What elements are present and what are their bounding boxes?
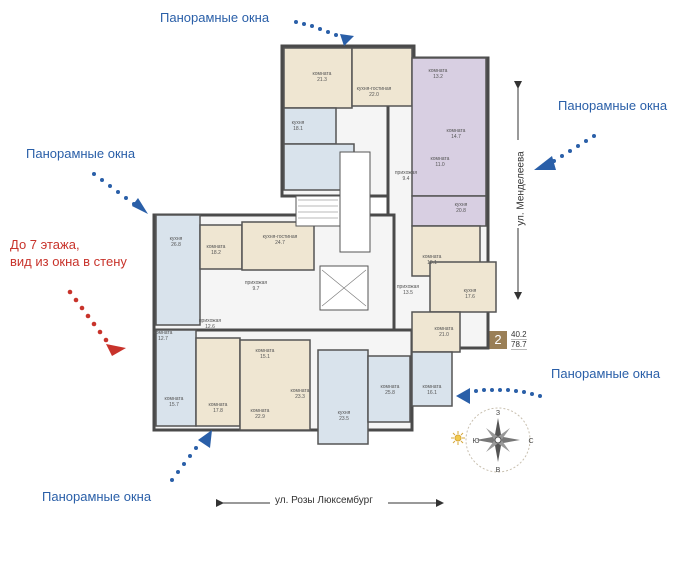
- room-label: комната: [423, 254, 442, 260]
- unit-bottom-blue-4: [411, 351, 453, 407]
- room-label: комната: [435, 326, 454, 332]
- room-label: комната: [207, 244, 226, 250]
- view-arrows: [92, 20, 596, 482]
- room-label: комната: [251, 408, 270, 414]
- room-area: 19.1: [427, 260, 437, 266]
- corridor-vertical: [339, 151, 371, 253]
- compass-south: Ю: [472, 438, 479, 445]
- room-area: 23.3: [295, 394, 305, 400]
- room-label: кухня: [292, 120, 305, 126]
- room-area: 12.7: [158, 336, 168, 342]
- room-area: 15.7: [169, 402, 179, 408]
- room-area: 26.8: [171, 242, 181, 248]
- compass-east: В: [496, 467, 501, 474]
- unit-bottom-blue-3: [367, 355, 411, 423]
- room-label: прихожая: [395, 170, 418, 176]
- room-label: кухня-гостиная: [263, 234, 298, 240]
- room-area: 16.1: [427, 390, 437, 396]
- annotation-top: Панорамные окна: [160, 10, 270, 25]
- unit-left-blue: [155, 214, 201, 326]
- room-area: 25.8: [385, 390, 395, 396]
- street-bottom-label: ул. Розы Люксембург: [275, 495, 373, 506]
- room-area: 18.1: [293, 126, 303, 132]
- unit-left-beige-kitchen: [241, 221, 315, 271]
- room-area: 23.5: [339, 416, 349, 422]
- apartment-badge-number: 2: [489, 331, 507, 349]
- room-area: 21.3: [317, 77, 327, 83]
- unit-bottom-beige-2: [239, 339, 311, 431]
- room-area: 11.0: [435, 162, 445, 168]
- room-label: комната: [256, 348, 275, 354]
- room-area: 13.2: [433, 74, 443, 80]
- unit-top-right: [351, 47, 413, 107]
- view-arrow-warning: [67, 289, 126, 356]
- apartment-badge: 2 40.2 78.7: [489, 330, 527, 350]
- room-label: прихожая: [397, 284, 420, 290]
- room-label: прихожая: [199, 318, 222, 324]
- room-label: комната: [429, 68, 448, 74]
- compass-west: З: [496, 410, 500, 417]
- stair-core: [295, 195, 341, 227]
- room-label: комната: [381, 384, 400, 390]
- unit-right-beige-kitchen: [429, 261, 497, 313]
- room-label: комната: [313, 71, 332, 77]
- room-label: комната: [209, 402, 228, 408]
- unit-top-kitchen: [283, 107, 337, 145]
- room-label: комната: [291, 388, 310, 394]
- annotation-warning-line1: До 7 этажа,: [10, 237, 80, 252]
- unit-left-beige-room: [199, 224, 243, 270]
- room-area: 9.4: [403, 176, 410, 182]
- unit-right-purple: [411, 57, 487, 197]
- room-area: 22.9: [255, 414, 265, 420]
- apartment-badge-living: 40.2: [511, 330, 527, 340]
- unit-right-purple-kitchen: [411, 195, 487, 227]
- room-area: 17.8: [213, 408, 223, 414]
- view-arrow-top-right: [534, 134, 596, 170]
- room-area: 24.7: [275, 240, 285, 246]
- view-arrow-left: [92, 172, 148, 214]
- apartment-badge-total: 78.7: [511, 340, 527, 350]
- room-area: 15.1: [260, 354, 270, 360]
- room-area: 18.2: [211, 250, 221, 256]
- annotation-bottom-right: Панорамные окна: [551, 366, 661, 381]
- room-area: 13.5: [403, 290, 413, 296]
- room-area: 14.7: [451, 134, 461, 140]
- room-label: комната: [431, 156, 450, 162]
- annotation-left: Панорамные окна: [26, 146, 136, 161]
- unit-bottom-blue-1: [155, 329, 197, 427]
- view-arrow-bottom-left: [170, 430, 212, 482]
- room-label: прихожая: [245, 280, 268, 286]
- room-label: кухня: [338, 410, 351, 416]
- room-label: комната: [423, 384, 442, 390]
- room-label: кухня: [464, 288, 477, 294]
- room-area: 9.7: [253, 286, 260, 292]
- view-arrow-bottom-right: [456, 388, 542, 404]
- room-label: кухня: [455, 202, 468, 208]
- compass-north: С: [528, 438, 533, 445]
- room-area: 17.6: [465, 294, 475, 300]
- room-label: комната: [154, 330, 173, 336]
- sun-icon: [451, 431, 465, 445]
- compass: З В С Ю: [465, 407, 534, 474]
- unit-right-beige-room: [411, 311, 461, 353]
- annotation-warning: До 7 этажа, вид из окна в стену: [10, 236, 127, 270]
- room-label: кухня-гостиная: [357, 86, 392, 92]
- room-area: 20.8: [456, 208, 466, 214]
- room-label: комната: [447, 128, 466, 134]
- annotation-top-right: Панорамные окна: [558, 98, 668, 113]
- unit-bottom-blue-2: [317, 349, 369, 445]
- room-label: комната: [165, 396, 184, 402]
- room-area: 21.0: [439, 332, 449, 338]
- room-label: кухня: [170, 236, 183, 242]
- view-arrow-top: [294, 20, 354, 46]
- room-area: 22.0: [369, 92, 379, 98]
- annotation-bottom-left: Панорамные окна: [42, 489, 152, 504]
- annotation-warning-line2: вид из окна в стену: [10, 254, 127, 269]
- room-area: 12.6: [205, 324, 215, 330]
